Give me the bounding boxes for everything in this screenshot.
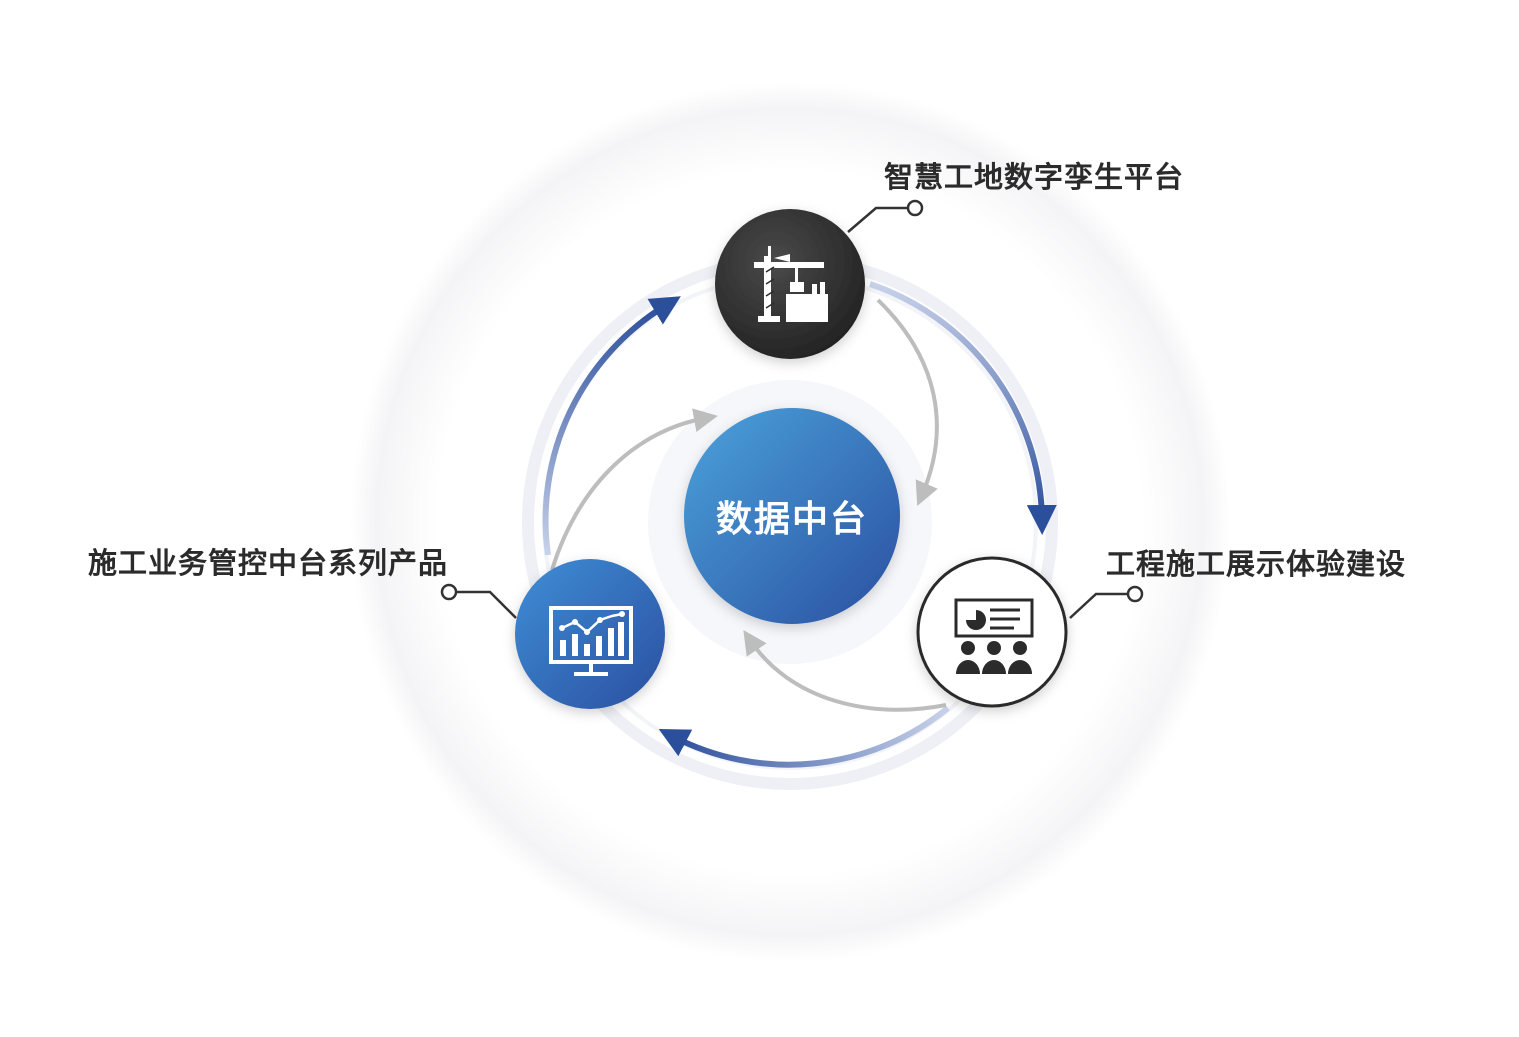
center-node <box>684 408 900 624</box>
gray-arrow-left-to-center <box>550 408 718 571</box>
crane-construction-icon <box>754 246 828 322</box>
presentation-audience-icon <box>954 598 1034 674</box>
arrow-top-to-right <box>869 281 1057 535</box>
connector-left <box>90 583 517 619</box>
gray-arrow-right-to-center <box>743 630 947 712</box>
center-label: 数据中台 <box>715 499 869 540</box>
node-top <box>715 209 865 359</box>
label-right: 工程施工展示体验建设 <box>1106 547 1407 581</box>
label-top: 智慧工地数字孪生平台 <box>884 160 1185 194</box>
gray-arrow-top-to-center <box>876 298 939 507</box>
arrow-left-to-top <box>542 296 681 556</box>
node-right <box>916 556 1068 708</box>
label-left: 施工业务管控中台系列产品 <box>88 546 449 580</box>
arrow-right-to-left <box>658 705 950 768</box>
analytics-monitor-icon <box>549 606 633 676</box>
node-left <box>515 559 665 709</box>
connector-right <box>1069 585 1430 619</box>
connector-top <box>847 199 1200 233</box>
